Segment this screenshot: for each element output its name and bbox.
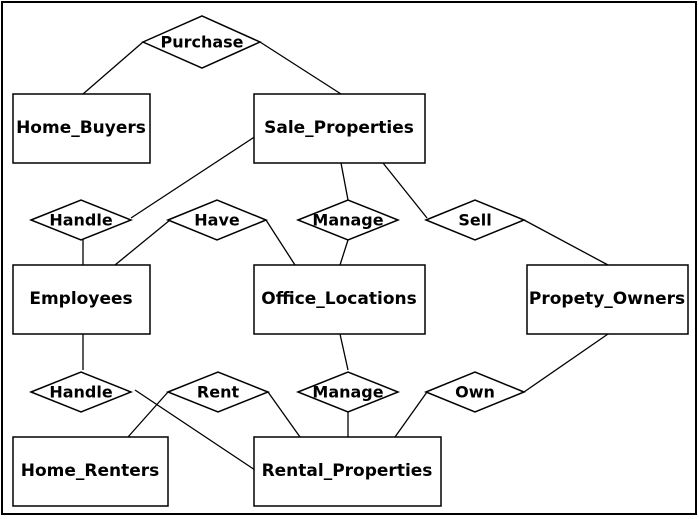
relationship-label-handle-rental: Handle [49, 383, 113, 402]
line-handle2-rentalproperties [134, 389, 256, 471]
line-purchase-homebuyers [82, 41, 144, 95]
entity-labels: Home_Buyers Sale_Properties Employees Of… [16, 118, 685, 481]
entity-label-home-buyers: Home_Buyers [16, 118, 146, 138]
entities [12, 93, 689, 507]
relationship-diamond-have [166, 199, 268, 241]
relationship-diamond-manage-sale [295, 199, 401, 241]
entity-box-employees [12, 264, 151, 335]
entity-label-rental-properties: Rental_Properties [262, 461, 433, 481]
line-sell-propetyowners [523, 219, 609, 266]
relationship-label-rent: Rent [197, 383, 240, 402]
line-rent-rentalproperties [267, 391, 301, 438]
relationship-diamond-handle-rental [28, 371, 134, 413]
line-have-employees [114, 219, 171, 266]
entity-label-home-renters: Home_Renters [21, 461, 160, 481]
entity-box-rental-properties [253, 436, 442, 507]
relationship-label-own: Own [455, 383, 495, 402]
relationship-label-sell: Sell [458, 211, 491, 230]
relationship-label-manage-sale: Manage [312, 211, 383, 230]
relationship-diamond-manage-rental [295, 371, 401, 413]
line-own-rentalproperties [394, 391, 428, 438]
line-have-officelocations [265, 219, 296, 266]
relationship-diamond-handle-sale [28, 199, 134, 241]
line-rent-homerenters [127, 391, 169, 438]
line-manage-officelocations [339, 239, 349, 266]
entity-box-home-renters [12, 436, 169, 507]
relationship-label-have: Have [194, 211, 240, 230]
relationships [28, 15, 526, 413]
line-manage-saleproperties [340, 162, 349, 201]
entity-box-sale-properties [253, 93, 426, 164]
relationship-label-purchase: Purchase [160, 33, 243, 52]
relationship-label-manage-rental: Manage [312, 383, 383, 402]
relationship-diamond-purchase [141, 15, 262, 69]
relationship-label-handle-sale: Handle [49, 211, 113, 230]
entity-label-employees: Employees [29, 289, 132, 309]
line-sell-saleproperties [382, 162, 428, 219]
entity-box-office-locations [253, 264, 426, 335]
entity-box-home-buyers [12, 93, 151, 164]
entity-box-propety-owners [526, 264, 689, 335]
line-purchase-saleproperties [259, 41, 342, 95]
entity-label-office-locations: Office_Locations [261, 289, 416, 309]
relationship-diamond-rent [165, 371, 271, 413]
entity-label-sale-properties: Sale_Properties [264, 118, 414, 138]
connector-lines [82, 41, 609, 471]
entity-label-propety-owners: Propety_Owners [529, 289, 685, 309]
line-own-propetyowners [523, 333, 609, 393]
line-manage2-officelocations [339, 333, 349, 371]
relationship-labels: Purchase Handle Have Manage Sell Handle … [49, 33, 495, 402]
relationship-diamond-own [424, 371, 526, 413]
line-handle-saleproperties [130, 135, 257, 219]
relationship-diamond-sell [424, 199, 526, 241]
